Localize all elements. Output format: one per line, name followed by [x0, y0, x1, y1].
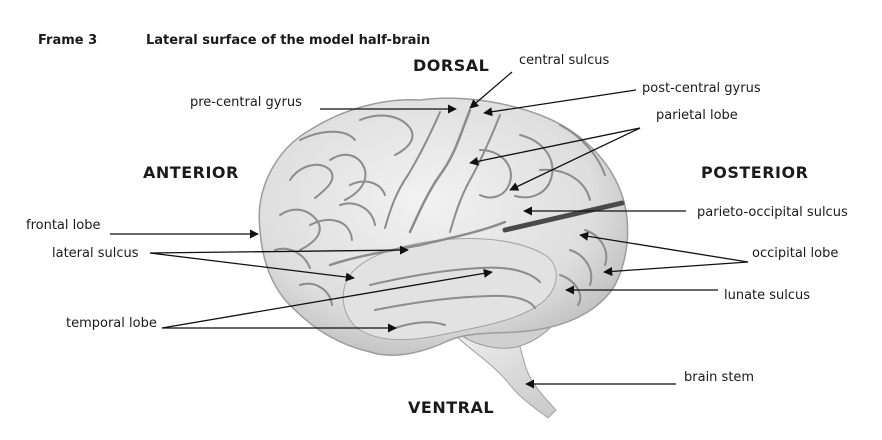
arrow-occipital-lobe-2	[603, 261, 749, 276]
label-frontal-lobe: frontal lobe	[26, 218, 101, 233]
brain-stem-shape	[453, 334, 557, 419]
arrow-post-central-gyrus	[483, 89, 637, 117]
arrow-lateral-sulcus-1	[149, 245, 409, 255]
parieto-occipital-marker	[502, 200, 625, 233]
arrow-central-sulcus	[469, 71, 513, 109]
arrow-lateral-sulcus-2	[149, 252, 355, 282]
label-central-sulcus: central sulcus	[519, 53, 610, 68]
orientation-anterior: ANTERIOR	[143, 163, 239, 182]
label-lunate-sulcus: lunate sulcus	[724, 288, 811, 303]
label-parietal-lobe: parietal lobe	[656, 108, 738, 123]
annotation-arrows	[110, 71, 749, 389]
label-pre-central-gyrus: pre-central gyrus	[190, 95, 302, 110]
label-lateral-sulcus: lateral sulcus	[52, 246, 139, 261]
arrow-parietal-lobe-1	[469, 127, 641, 166]
arrow-parietal-lobe-2	[509, 127, 641, 191]
label-temporal-lobe: temporal lobe	[66, 316, 157, 331]
frame-caption: Lateral surface of the model half-brain	[146, 33, 431, 48]
label-post-central-gyrus: post-central gyrus	[642, 81, 761, 96]
orientation-ventral: VENTRAL	[408, 398, 495, 417]
arrow-occipital-lobe-1	[579, 231, 749, 263]
label-parieto-occipital-sulcus: parieto-occipital sulcus	[697, 205, 848, 220]
label-brain-stem: brain stem	[684, 370, 755, 385]
label-occipital-lobe: occipital lobe	[752, 246, 839, 261]
sulci-texture	[274, 108, 608, 331]
frame-number: Frame 3	[38, 33, 98, 48]
arrow-temporal-lobe-1	[161, 268, 493, 329]
orientation-posterior: POSTERIOR	[701, 163, 809, 182]
orientation-dorsal: DORSAL	[413, 56, 490, 75]
